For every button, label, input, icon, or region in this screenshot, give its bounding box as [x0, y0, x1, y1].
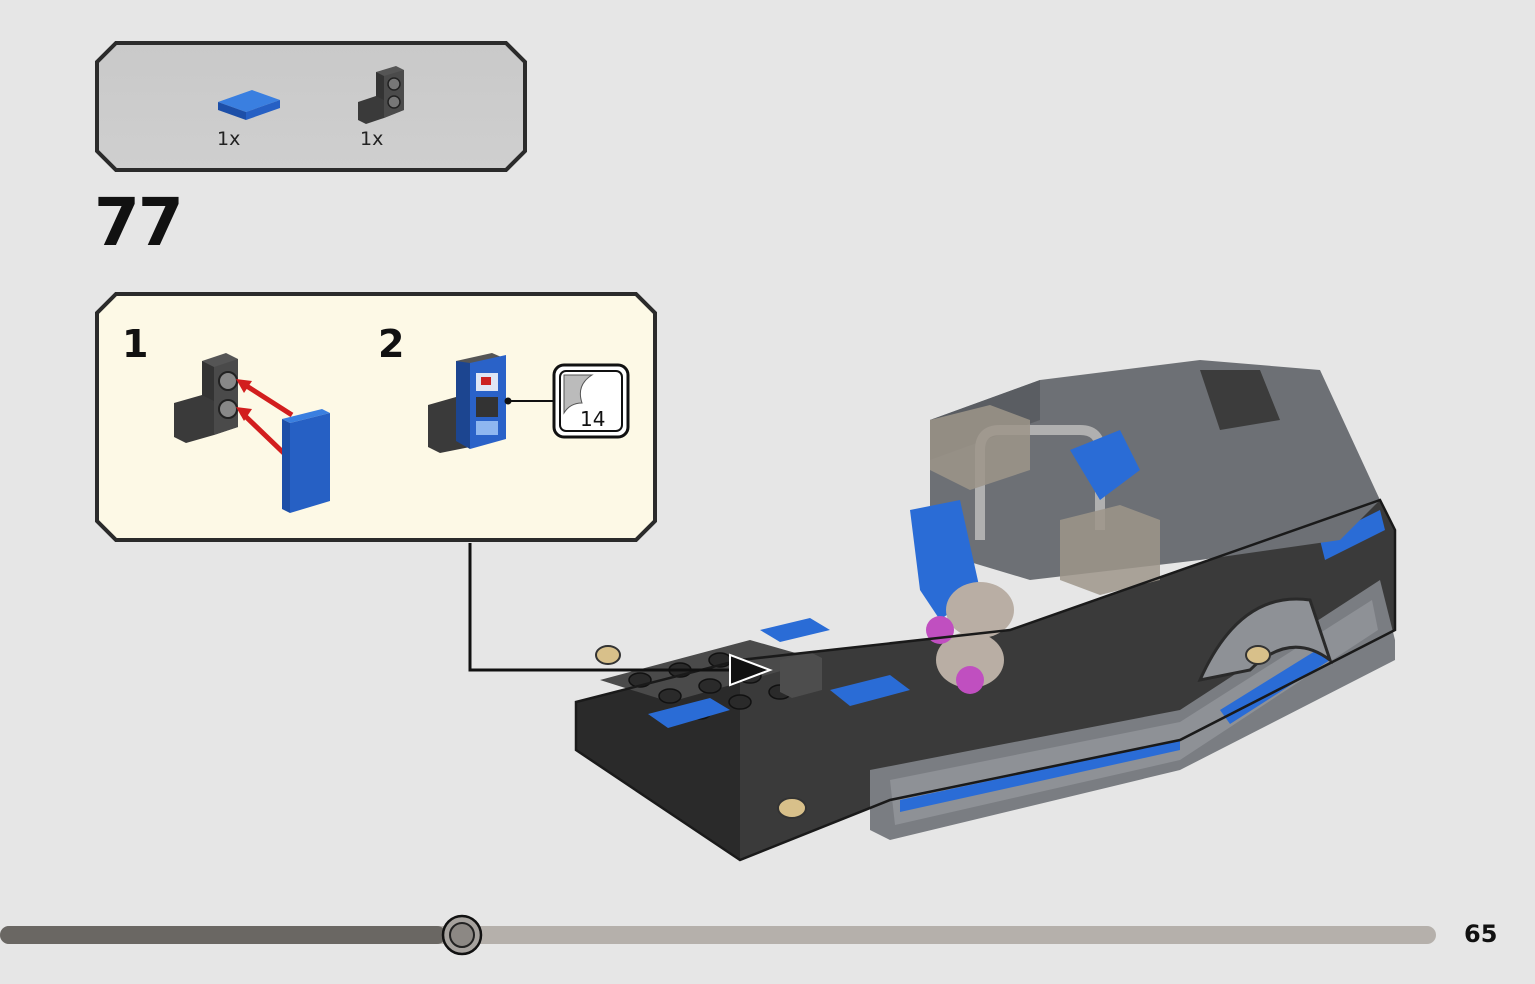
parts-list-callout: 1x 1x	[94, 40, 528, 173]
sub-step-1-number: 1	[122, 322, 149, 366]
sub-assembly-callout: 1 2 14	[94, 291, 658, 543]
step-number: 77	[94, 184, 184, 261]
sub-step-2-number: 2	[378, 322, 405, 366]
sub-callout-frame	[95, 292, 657, 542]
parts-callout-frame	[95, 41, 527, 172]
sticker-number: 14	[580, 407, 606, 431]
sticker-callout	[552, 363, 630, 439]
sub-step-2-illustration	[428, 353, 506, 453]
sticker-leader-line	[504, 397, 560, 405]
main-model-illustration	[574, 360, 1397, 862]
dark-bracket-part	[358, 66, 404, 124]
sub-step-1-illustration	[174, 353, 330, 513]
blue-tile-illustration	[290, 413, 330, 513]
red-arrow-top	[240, 380, 294, 418]
part-qty-bracket: 1x	[360, 128, 384, 150]
blue-tile-part	[218, 90, 280, 120]
part-qty-tile: 1x	[217, 128, 241, 150]
page-number: 65	[1464, 920, 1498, 948]
progress-knob	[441, 914, 483, 956]
progress-fill	[0, 926, 446, 944]
progress-bar	[0, 914, 1436, 956]
